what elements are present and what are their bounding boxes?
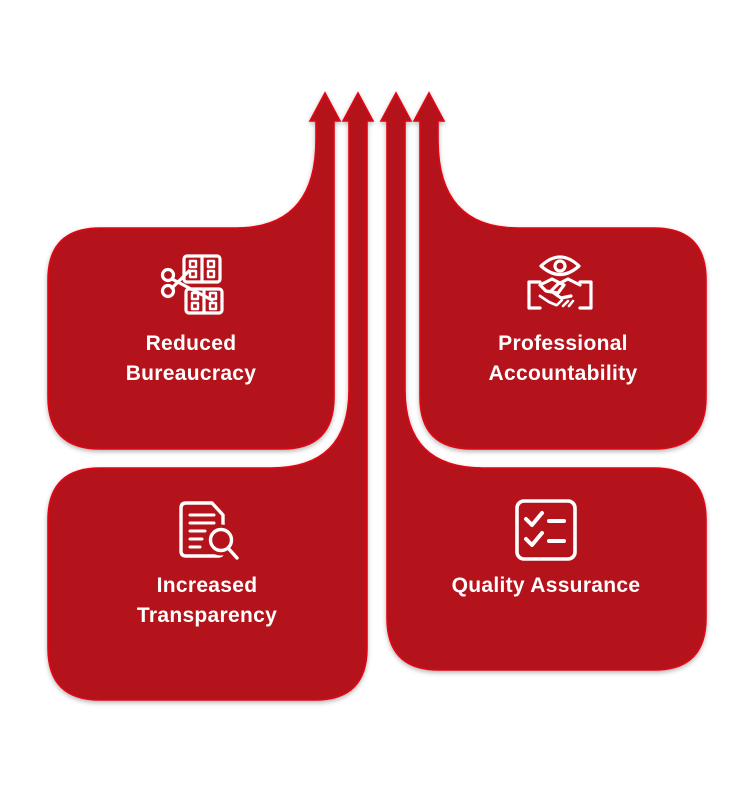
label-increased-transparency-line1: Increased — [157, 574, 258, 597]
eye-handshake-icon — [527, 255, 593, 310]
label-reduced-bureaucracy-line2: Bureaucracy — [126, 362, 257, 385]
flow-shape-increased-transparency — [47, 91, 375, 701]
label-professional-accountability-line1: Professional — [498, 332, 628, 355]
flow-shape-quality-assurance — [379, 91, 707, 671]
label-quality-assurance-line1: Quality Assurance — [452, 574, 641, 597]
label-increased-transparency-line2: Transparency — [137, 604, 277, 627]
labels-group: Reduced Bureaucracy Professional Account… — [126, 332, 641, 627]
label-professional-accountability-line2: Accountability — [489, 362, 638, 385]
document-magnifier-icon — [179, 501, 239, 560]
scissors-cut-tape-icon — [160, 254, 224, 315]
checklist-icon — [515, 499, 577, 561]
label-reduced-bureaucracy-line1: Reduced — [146, 332, 237, 355]
